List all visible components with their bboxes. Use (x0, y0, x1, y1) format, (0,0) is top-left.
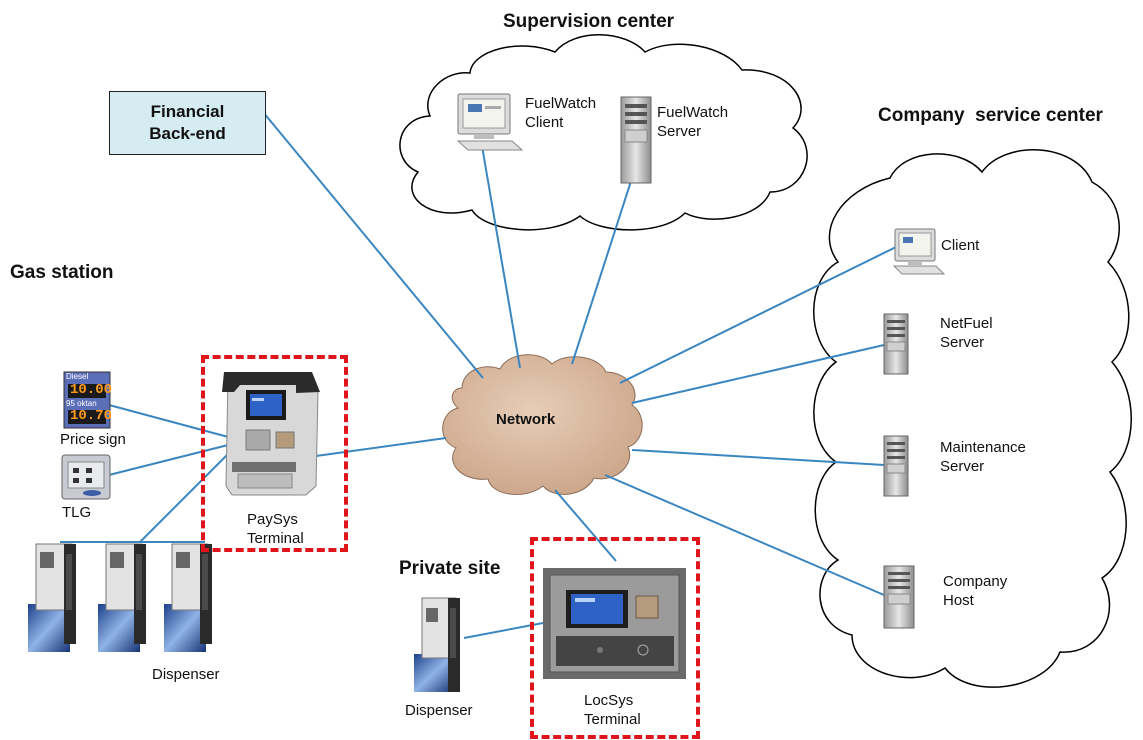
supervision-center-heading: Supervision center (503, 11, 675, 32)
price-sign-product-top: Diesel (66, 372, 89, 381)
private-dispenser-icon (414, 597, 460, 692)
financial-backend-line1: Financial (150, 102, 225, 121)
paysys-terminal-icon (222, 372, 320, 496)
links (60, 111, 897, 639)
fuelwatch-server-icon (620, 96, 652, 184)
price-sign-product-bottom: 95 oktan (66, 399, 97, 408)
company-host-label: Company Host (943, 573, 1008, 609)
company-host-icon (883, 565, 915, 629)
tlg-icon (61, 454, 111, 500)
company-service-center-heading: Company service center (878, 105, 1103, 126)
price-sign-icon (63, 371, 111, 429)
netfuel-server-icon (883, 313, 909, 375)
locsys-terminal-icon (543, 568, 686, 679)
locsys-highlight-box (530, 537, 700, 739)
supervision-cloud (399, 34, 808, 231)
company-cloud (813, 149, 1132, 688)
paysys-highlight-box (201, 355, 348, 552)
financial-backend-line2: Back-end (149, 124, 226, 143)
network-cloud (442, 354, 643, 495)
financial-backend-box: Financial Back-end (109, 91, 266, 155)
private-site-heading: Private site (399, 558, 501, 579)
price-sign-price-bottom: 10.70 (70, 408, 113, 424)
fuelwatch-client-label: FuelWatch Client (525, 95, 597, 131)
maintenance-server-label: Maintenance Server (940, 439, 1026, 475)
tlg-label: TLG (62, 504, 92, 521)
maintenance-server-icon (883, 435, 909, 497)
dispenser-icons (28, 543, 212, 652)
paysys-terminal-label: PaySys Terminal (247, 511, 304, 547)
private-dispenser-label: Dispenser (405, 702, 473, 719)
company-client-label: Client (941, 237, 980, 254)
fuelwatch-server-label: FuelWatch Server (657, 104, 729, 140)
company-client-icon (892, 228, 946, 275)
price-sign-price-top: 10.00 (70, 382, 113, 398)
fuelwatch-client-icon (456, 93, 524, 151)
price-sign-label: Price sign (60, 431, 126, 448)
gas-station-dispenser-label: Dispenser (152, 666, 220, 683)
gas-station-heading: Gas station (10, 262, 114, 283)
network-label: Network (496, 411, 556, 428)
netfuel-server-label: NetFuel Server (940, 315, 993, 351)
locsys-terminal-label: LocSys Terminal (584, 692, 641, 728)
